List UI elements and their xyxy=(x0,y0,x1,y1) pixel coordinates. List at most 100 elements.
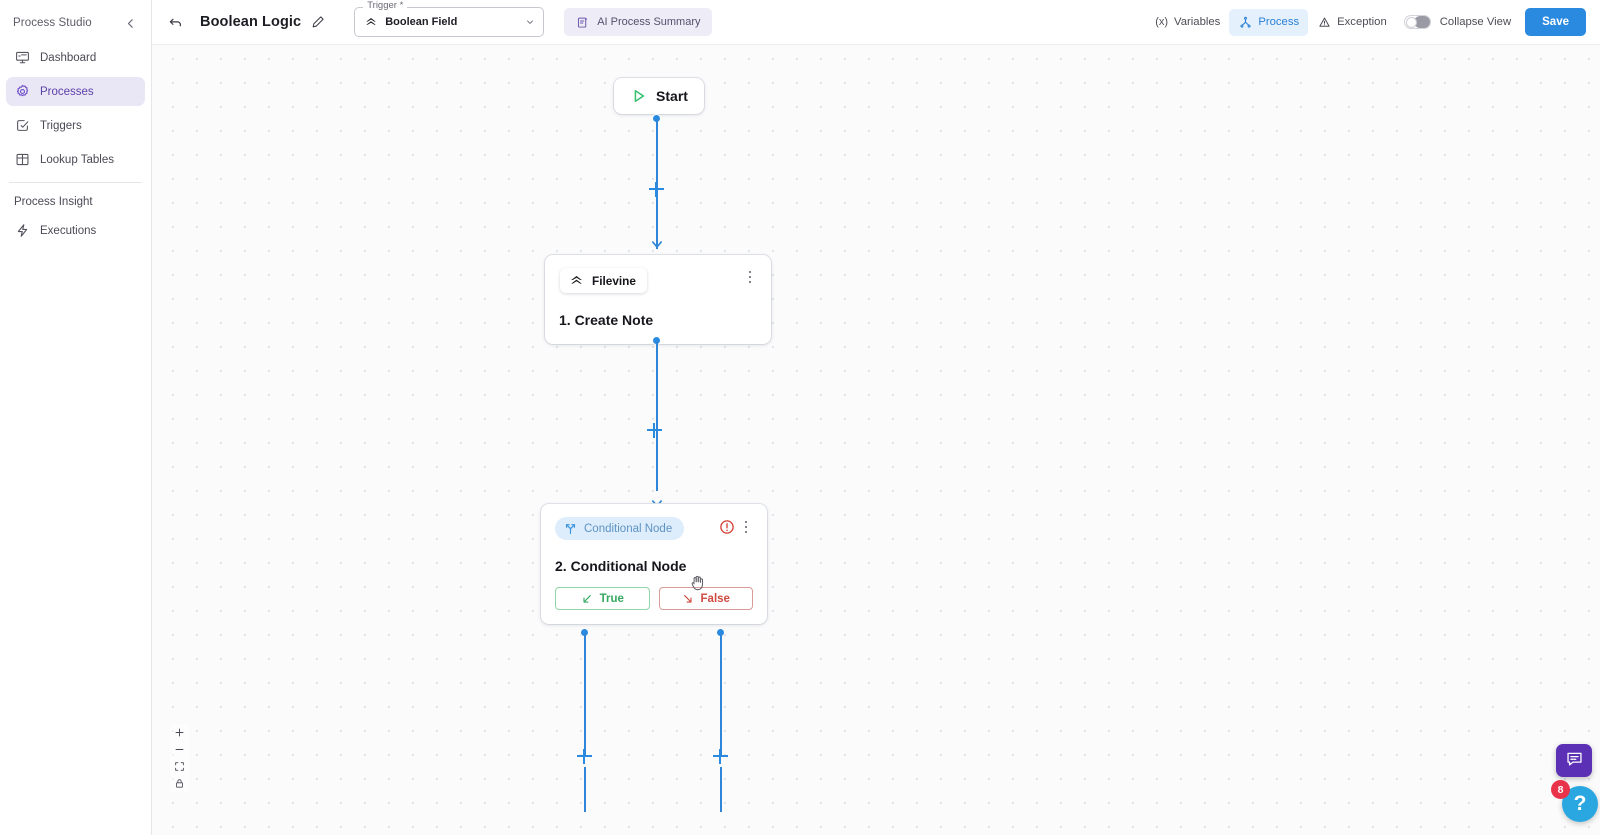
add-step-button[interactable] xyxy=(645,178,667,200)
connector-line xyxy=(656,341,658,491)
tab-process[interactable]: Process xyxy=(1229,8,1309,36)
dashboard-monitor-icon xyxy=(14,50,30,66)
connector-line-false xyxy=(720,633,722,755)
node-header: Filevine xyxy=(559,268,757,293)
zoom-controls xyxy=(170,724,189,792)
sidebar-item-executions[interactable]: Executions xyxy=(6,216,145,245)
connector-line-true-tail xyxy=(584,767,586,812)
connector-line-false-tail xyxy=(720,767,722,812)
tab-exception-label: Exception xyxy=(1337,16,1387,28)
branch-buttons: True False xyxy=(555,587,753,610)
page-title: Boolean Logic xyxy=(200,14,302,30)
question-mark-icon: ? xyxy=(1573,792,1587,815)
triggers-check-square-icon xyxy=(14,118,30,134)
ai-process-summary-button[interactable]: AI Process Summary xyxy=(564,8,712,36)
trigger-select-wrapper: Trigger * Boolean Field xyxy=(354,0,545,37)
sidebar: Process Studio Dashboard Processe xyxy=(0,0,152,835)
lock-button[interactable] xyxy=(170,775,189,792)
warning-triangle-icon xyxy=(1317,15,1331,29)
node-badge-filevine: Filevine xyxy=(560,268,647,293)
toolbar: Boolean Logic Trigger * Boolean Field xyxy=(152,0,1600,45)
chat-widget-button[interactable] xyxy=(1556,744,1592,777)
sidebar-title: Process Studio xyxy=(13,17,92,29)
node-title: 1. Create Note xyxy=(559,312,654,328)
node-badge-conditional: Conditional Node xyxy=(555,517,685,540)
flow-graph: Start Filevine xyxy=(152,45,1600,835)
sidebar-item-processes[interactable]: Processes xyxy=(6,77,145,106)
sidebar-item-label: Lookup Tables xyxy=(40,153,114,166)
flow-canvas[interactable]: Start Filevine xyxy=(152,45,1600,835)
back-arrow-icon[interactable] xyxy=(162,9,188,35)
arrow-down-left-icon xyxy=(581,593,593,605)
node-badge-label: Conditional Node xyxy=(584,522,673,535)
help-button[interactable]: ? xyxy=(1562,786,1598,822)
help-notification-badge: 8 xyxy=(1551,780,1570,799)
sidebar-item-triggers[interactable]: Triggers xyxy=(6,111,145,140)
pencil-edit-icon[interactable] xyxy=(310,14,326,30)
lightning-bolt-icon xyxy=(14,223,30,239)
sidebar-header: Process Studio xyxy=(0,0,151,43)
chat-bubble-icon xyxy=(1565,749,1584,773)
connector-line xyxy=(656,119,658,249)
node-title: 2. Conditional Node xyxy=(555,558,687,574)
node-badge-label: Filevine xyxy=(592,273,636,288)
sidebar-item-lookup-tables[interactable]: Lookup Tables xyxy=(6,145,145,174)
play-triangle-icon xyxy=(630,88,647,105)
filevine-chevron-icon xyxy=(363,15,378,30)
trigger-label: Trigger * xyxy=(363,0,408,11)
tab-process-label: Process xyxy=(1258,16,1300,28)
sidebar-item-label: Executions xyxy=(40,224,97,237)
toggle-knob xyxy=(1405,17,1417,28)
connector-arrow-icon xyxy=(651,492,663,507)
ai-document-icon xyxy=(575,15,589,29)
tab-exception[interactable]: Exception xyxy=(1308,9,1396,36)
branch-fork-icon xyxy=(564,522,577,535)
variables-button[interactable]: (x) Variables xyxy=(1146,9,1229,36)
chevron-down-icon xyxy=(525,17,535,27)
add-step-button-true[interactable] xyxy=(573,745,595,767)
sidebar-divider xyxy=(9,182,142,183)
sidebar-item-label: Dashboard xyxy=(40,51,97,64)
filevine-chevron-icon xyxy=(569,273,584,288)
trigger-select[interactable]: Boolean Field xyxy=(354,7,545,37)
sidebar-item-dashboard[interactable]: Dashboard xyxy=(6,43,145,72)
three-dots-vertical-icon[interactable] xyxy=(743,268,757,286)
save-button[interactable]: Save xyxy=(1525,8,1586,36)
three-dots-vertical-icon[interactable] xyxy=(739,518,753,536)
node-conditional[interactable]: Conditional Node 2. Conditional Node xyxy=(541,504,767,624)
variables-label: Variables xyxy=(1174,16,1221,28)
node-actions xyxy=(719,518,753,536)
ai-process-summary-label: AI Process Summary xyxy=(597,16,701,28)
zoom-in-button[interactable] xyxy=(170,724,189,741)
variables-x-icon: (x) xyxy=(1155,16,1169,28)
processes-gear-icon xyxy=(14,84,30,100)
add-step-button[interactable] xyxy=(643,419,665,441)
sidebar-item-label: Processes xyxy=(40,85,94,98)
trigger-value: Boolean Field xyxy=(385,16,458,28)
toggle-switch[interactable] xyxy=(1403,15,1431,29)
collapse-view-toggle[interactable]: Collapse View xyxy=(1403,15,1512,29)
sidebar-group-label: Process Insight xyxy=(14,196,93,208)
toggle-bar xyxy=(1413,16,1430,28)
lookup-table-grid-icon xyxy=(14,152,30,168)
error-exclamation-circle-icon[interactable] xyxy=(719,519,735,535)
arrow-down-right-icon xyxy=(682,593,694,605)
sidebar-collapse-toggle[interactable] xyxy=(122,15,138,31)
node-create-note[interactable]: Filevine 1. Create Note xyxy=(545,255,771,344)
branch-false-button[interactable]: False xyxy=(658,587,753,610)
collapse-view-label: Collapse View xyxy=(1439,16,1512,28)
node-start[interactable]: Start xyxy=(614,78,704,114)
connector-line-true xyxy=(584,633,586,755)
zoom-out-button[interactable] xyxy=(170,741,189,758)
branch-true-label: True xyxy=(599,592,624,605)
node-header: Conditional Node xyxy=(555,517,753,540)
sidebar-insight-nav: Executions xyxy=(0,216,151,245)
fit-view-button[interactable] xyxy=(170,758,189,775)
sidebar-item-label: Triggers xyxy=(40,119,82,132)
branch-true-button[interactable]: True xyxy=(555,587,650,610)
sidebar-nav: Dashboard Processes Triggers xyxy=(0,43,151,174)
node-start-label: Start xyxy=(656,88,688,104)
add-step-button-false[interactable] xyxy=(709,745,731,767)
main-area: Boolean Logic Trigger * Boolean Field xyxy=(152,0,1600,835)
